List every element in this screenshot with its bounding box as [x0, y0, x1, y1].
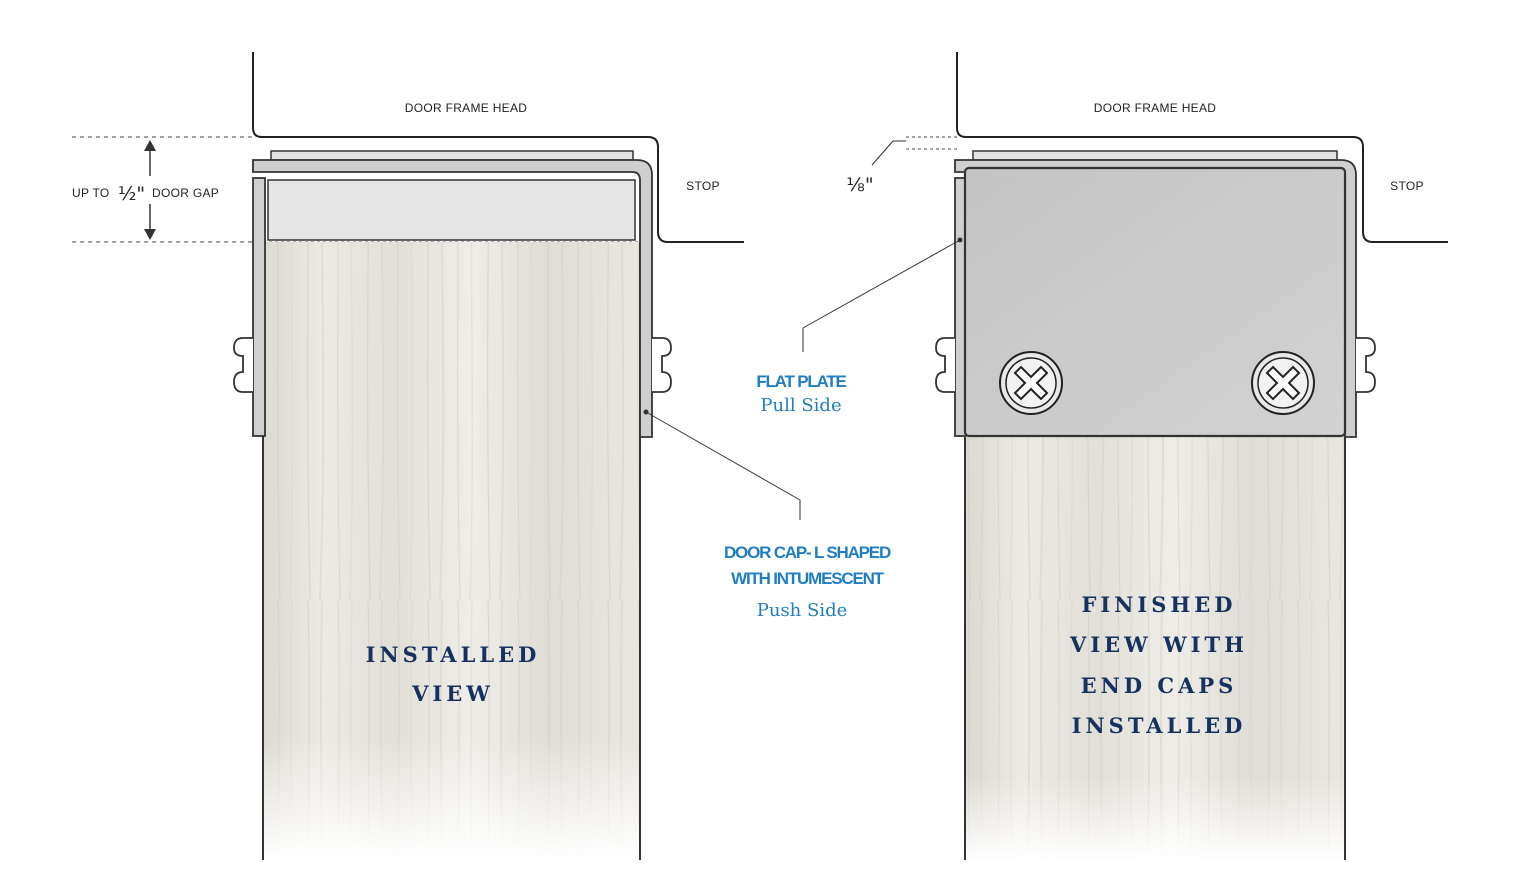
- flat-plate-callout-line2: Pull Side: [760, 395, 841, 416]
- screw-head-icon: [233, 337, 253, 393]
- installed-view-title-line2: VIEW: [411, 681, 494, 706]
- installed-view-title-line1: INSTALLED: [366, 642, 541, 667]
- finished-view-title-line4: INSTALLED: [1072, 713, 1247, 738]
- phillips-screw-icon: [999, 351, 1063, 415]
- phillips-screw-icon: [1251, 351, 1315, 415]
- gap-label-prefix: UP TO: [72, 186, 110, 200]
- stop-label: STOP: [1390, 179, 1424, 193]
- finished-view-title-line3: END CAPS: [1081, 673, 1238, 698]
- gap-label-suffix: DOOR GAP: [152, 186, 219, 200]
- intumescent-strip: [267, 179, 636, 241]
- flat-plate: [963, 166, 1347, 438]
- stop-label: STOP: [686, 179, 720, 193]
- installed-view-drawing: DOOR FRAME HEAD STOP UP TO ½" DOOR GAP D…: [72, 52, 892, 862]
- gap-arrow-icon: [144, 140, 156, 240]
- frame-head-label: DOOR FRAME HEAD: [405, 101, 528, 115]
- door-cap-l-shaped: [252, 150, 653, 438]
- finished-view-drawing: DOOR FRAME HEAD STOP ⅛" FLAT PLATE Pull …: [756, 52, 1448, 862]
- door-cap-callout-line2: WITH INTUMESCENT: [731, 569, 885, 588]
- gap-label-fraction: ½": [118, 183, 145, 205]
- screw-head-icon: [1356, 337, 1376, 393]
- door-frame-head-outline: [956, 52, 1448, 243]
- gap-label: ⅛": [846, 174, 873, 196]
- screw-head-icon: [652, 337, 672, 393]
- frame-head-label: DOOR FRAME HEAD: [1094, 101, 1217, 115]
- top-cap: [972, 150, 1338, 161]
- flat-plate-callout-line1: FLAT PLATE: [756, 372, 846, 391]
- door-cap-callout-line1: DOOR CAP- L SHAPED: [724, 543, 891, 562]
- screw-head-icon: [935, 337, 955, 393]
- finished-view-title-line1: FINISHED: [1082, 592, 1237, 617]
- door-slab: [964, 437, 1346, 862]
- door-cap-callout-line3: Push Side: [757, 600, 848, 621]
- door-slab: [262, 242, 641, 862]
- door-frame-head-outline: [252, 52, 744, 243]
- finished-view-title-line2: VIEW WITH: [1069, 632, 1248, 657]
